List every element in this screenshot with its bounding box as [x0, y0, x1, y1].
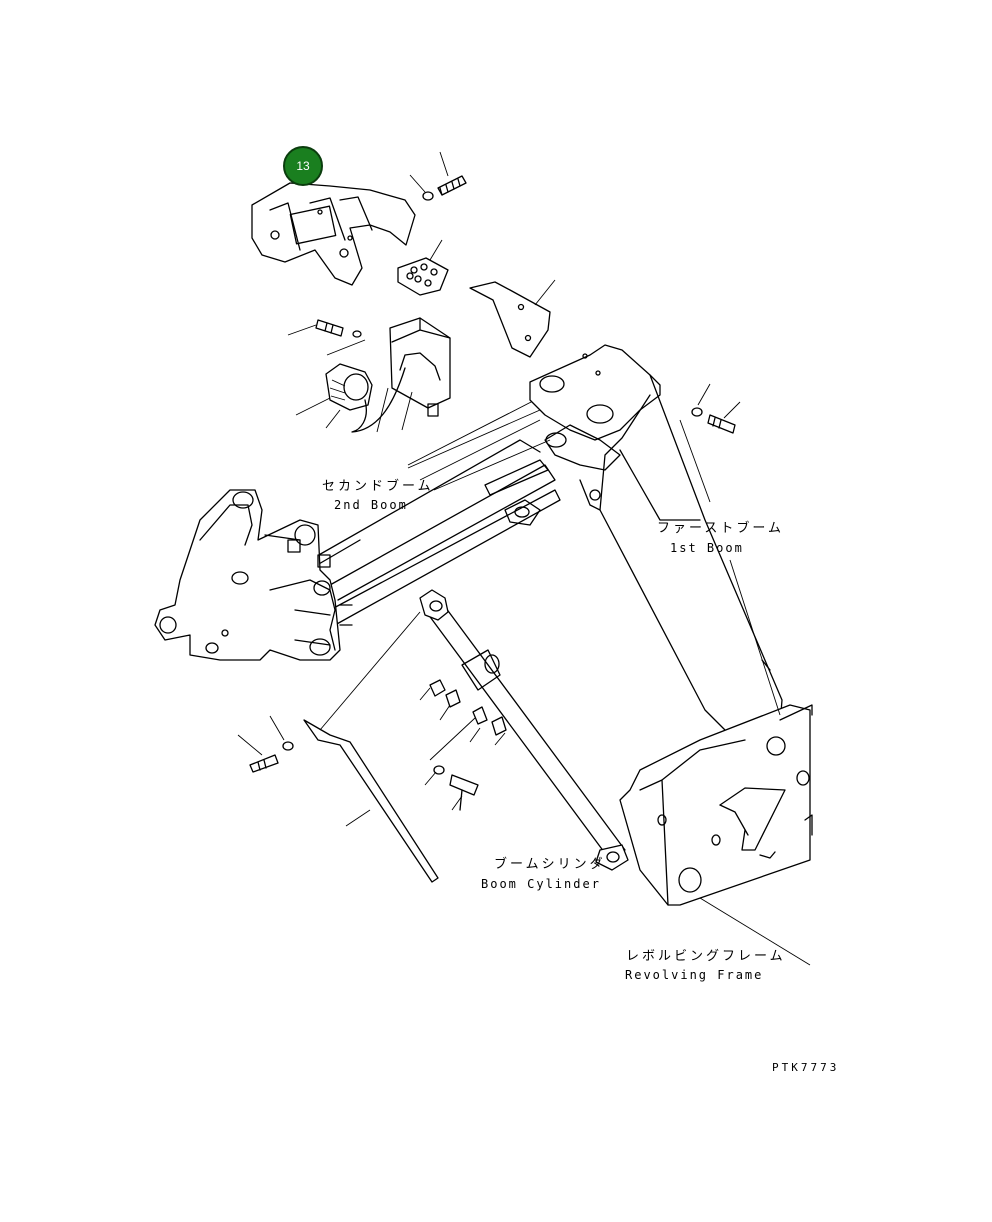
leader-lines [407, 409, 811, 966]
callout-badge-13[interactable]: 13 [283, 146, 323, 186]
revolving-frame [619, 704, 813, 906]
boom-cylinder [419, 589, 629, 871]
mounting-plate [469, 279, 556, 358]
lamp-bolt [287, 319, 413, 433]
lamp-housing [389, 317, 451, 417]
label-revolving-frame-jp: レボルビングフレーム [626, 949, 786, 964]
step-bar [303, 611, 439, 883]
label-2nd-boom-jp: セカンドブーム [322, 479, 434, 494]
label-boom-cylinder-en: Boom Cylinder [481, 877, 601, 891]
boom-structure [154, 344, 783, 746]
bolt-top [409, 151, 467, 201]
label-1st-boom-jp: ファーストブーム [657, 521, 784, 536]
step-bolt [237, 715, 294, 773]
bolt-right [691, 383, 741, 434]
cylinder-hardware [419, 679, 507, 811]
label-boom-cylinder-jp: ブームシリンダ [494, 857, 606, 872]
light-cover-bracket [251, 182, 416, 286]
label-2nd-boom-en: 2nd Boom [334, 498, 408, 512]
label-1st-boom-en: 1st Boom [670, 541, 744, 555]
work-lamp [325, 363, 406, 433]
nameplate [397, 239, 449, 296]
label-revolving-frame-en: Revolving Frame [625, 968, 764, 982]
drawing-reference-code: PTK7773 [772, 1061, 840, 1074]
